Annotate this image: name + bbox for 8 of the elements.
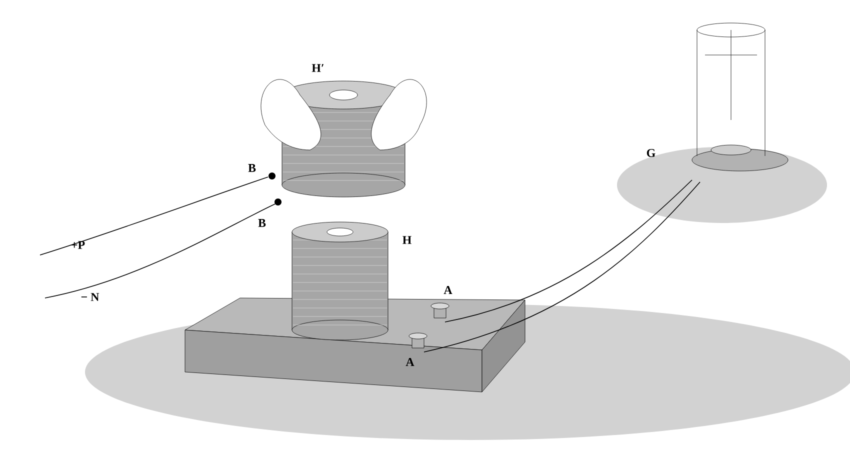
part-label: B (248, 164, 256, 172)
part-label: A (444, 286, 452, 294)
part-label: H (402, 236, 412, 244)
part-label: − N (81, 293, 100, 301)
part-label: A (406, 358, 414, 366)
part-label: G (646, 148, 656, 158)
part-label: B (258, 219, 266, 227)
part-label: H′ (312, 64, 324, 72)
